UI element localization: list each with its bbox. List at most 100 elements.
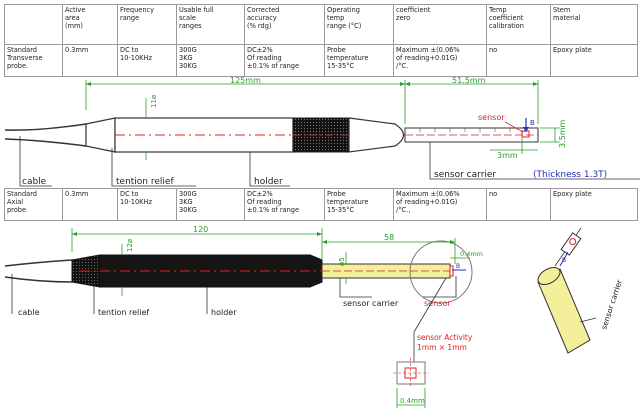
dim-small-diameter: ø5 <box>338 257 346 266</box>
cell-text: DC±2% <box>247 190 273 198</box>
cell-text: ±0.1% of range <box>247 206 299 214</box>
sensor-element <box>449 265 454 277</box>
cell-text: Temp <box>489 6 507 14</box>
cable-label: cable <box>18 308 40 317</box>
cell-text: Standard <box>7 190 37 198</box>
cell-text: no <box>489 190 498 198</box>
tension-relief-shape <box>85 117 116 153</box>
cell-text: Of reading <box>247 54 282 62</box>
sensor-leader <box>504 121 524 133</box>
cell-text: area <box>65 14 80 22</box>
cell-text: (% rdg) <box>247 22 272 30</box>
cell-text: 10-10KHz <box>120 54 152 62</box>
cable-line <box>4 123 87 131</box>
cell-text: Active <box>65 6 86 14</box>
cell-text: range <box>120 14 140 22</box>
cell-text: 30KG <box>179 62 197 70</box>
axial-cell: 0.3mm <box>62 188 118 221</box>
cell-text: accuracy <box>247 14 277 22</box>
cable-label: cable <box>22 177 47 187</box>
cell-text: Transverse <box>7 54 43 62</box>
transverse-cell: DC±2%Of reading±0.1% of range <box>244 44 325 77</box>
cell-text: (mm) <box>65 22 83 30</box>
cell-text: Maximum ±(0.06% <box>396 190 460 198</box>
cell-text: Probe <box>327 190 346 198</box>
sensor-carrier-label: sensor carrier <box>434 170 496 180</box>
cell-text: ±0.1% of range <box>247 62 299 70</box>
axial-cell: Maximum ±(0.06%of reading+0.01G)/°C., <box>393 188 487 221</box>
axial-cell: DC±2%Of reading±0.1% of range <box>244 188 325 221</box>
axial-cell: Epoxy plate <box>550 188 638 221</box>
cell-text: Epoxy plate <box>553 190 592 198</box>
cell-text: of reading+0.01G) <box>396 198 458 206</box>
iso-carrier-leader <box>579 317 597 323</box>
cell-text: 300G <box>179 190 197 198</box>
axial-probe-drawing: B 120 58 12ø ø5 0.4mm <box>4 225 624 408</box>
iso-sensor-element <box>569 238 577 246</box>
cell-text: probe. <box>7 62 29 70</box>
cell-text: Epoxy plate <box>553 46 592 54</box>
cell-text: Axial <box>7 198 24 206</box>
cell-text: 0.3mm <box>65 46 89 54</box>
dim-diameter: 12ø <box>126 238 134 252</box>
transverse-probe-drawing: B sensor 125mm 51.5mm 11ø 3.5mm 3mm <box>4 76 640 187</box>
detail-circle <box>409 240 473 304</box>
iso-carrier-end <box>537 266 561 286</box>
iso-b-arrow <box>559 251 569 267</box>
cell-text: 10-10KHz <box>120 198 152 206</box>
cable-line <box>4 138 87 147</box>
dim-total-length: 125mm <box>230 76 261 85</box>
sensor-label: sensor <box>424 299 451 308</box>
cell-text: 0.3mm <box>65 190 89 198</box>
sensor-carrier-label: sensor carrier <box>343 299 399 308</box>
sensor-label: sensor <box>478 113 505 122</box>
cell-text: Operating <box>327 6 360 14</box>
holder-label: holder <box>254 177 283 187</box>
cell-text: no <box>489 46 498 54</box>
dim-tip-length: 51.5mm <box>452 76 486 85</box>
cell-text: Usable full <box>179 6 214 14</box>
cell-text: 30KG <box>179 206 197 214</box>
cell-text: Of reading <box>247 198 282 206</box>
cell-text: calibration <box>489 22 524 30</box>
cell-text: DC to <box>120 190 139 198</box>
holder-label: holder <box>211 308 237 317</box>
cell-text: Stem <box>553 6 571 14</box>
cell-text: 15-35°C <box>327 62 355 70</box>
cell-text: Frequency <box>120 6 155 14</box>
dim-total-length: 120 <box>193 225 208 234</box>
cell-text: scale <box>179 14 196 22</box>
sensor-activity-size: 1mm × 1mm <box>417 343 467 352</box>
cell-text: ranges <box>179 22 202 30</box>
isometric-probe-view: B sensor carrier <box>537 227 624 354</box>
cell-text: material <box>553 14 581 22</box>
cell-text: 3KG <box>179 54 193 62</box>
tension-relief-label: tention relief <box>116 177 174 187</box>
cable-line <box>4 259 73 267</box>
header-cell <box>4 4 63 45</box>
cell-text: Corrected <box>247 6 280 14</box>
cell-text: of reading+0.01G) <box>396 54 458 62</box>
iso-b-label: B <box>562 257 566 264</box>
dim-offset: 3mm <box>497 151 518 160</box>
cell-text: zero <box>396 14 411 22</box>
cell-text: 300G <box>179 46 197 54</box>
transverse-cell: 0.3mm <box>62 44 118 77</box>
axial-cell: no <box>486 188 551 221</box>
